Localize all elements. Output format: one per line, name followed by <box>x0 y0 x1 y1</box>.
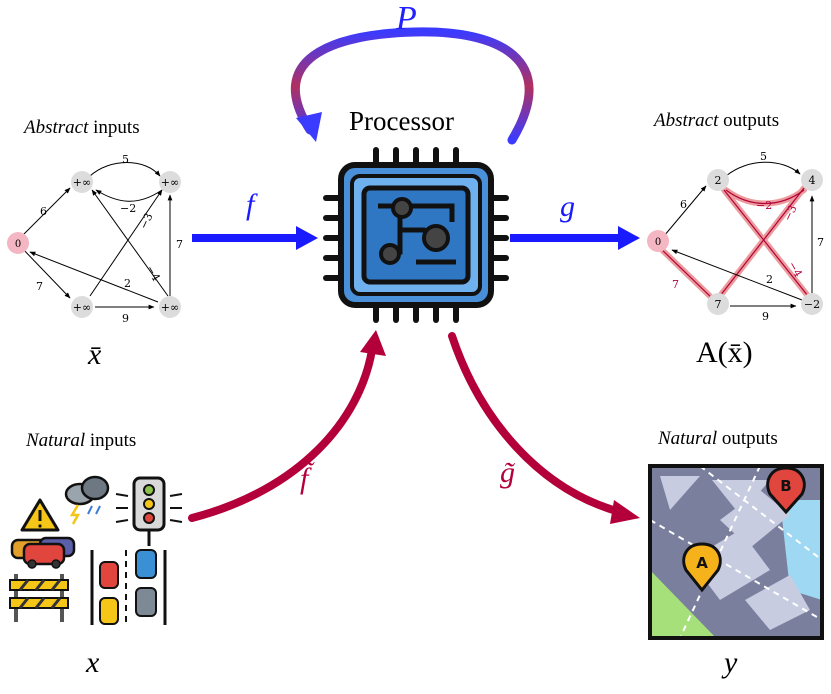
arrow-g-tilde <box>448 332 624 516</box>
abstract-inputs-title-em: Abstract <box>24 117 89 138</box>
abstract-outputs-title-em: Abstract <box>654 110 719 131</box>
storm-cloud-icon <box>64 475 110 525</box>
arrow-f-tilde-label: f̃ <box>300 462 309 495</box>
natural-outputs-title-rest: outputs <box>717 428 778 449</box>
processor-chip-icon <box>323 147 509 323</box>
graph-out-node-label: 2 <box>715 174 722 187</box>
traffic-light-icon <box>115 476 183 546</box>
warning-sign-icon <box>20 498 60 532</box>
graph-out-weight: −2 <box>756 199 772 212</box>
car-icon <box>10 536 76 569</box>
abstract-outputs-title: Abstract outputs <box>654 110 779 132</box>
graph-in-node-br <box>159 296 181 318</box>
natural-inputs-title: Natural inputs <box>26 430 136 452</box>
graph-in-node-bl <box>71 296 93 318</box>
graph-in-weight: −2 <box>120 202 136 215</box>
graph-in-node-label: +∞ <box>73 176 91 189</box>
map-pin-b-icon: B <box>766 466 806 515</box>
abstract-outputs-var: A(x̄) <box>696 336 753 369</box>
graph-in-node-source <box>7 232 29 254</box>
natural-inputs-illustration <box>9 475 183 625</box>
arrow-g-label: g <box>560 190 575 223</box>
processor-title: Processor <box>349 106 454 136</box>
natural-inputs-title-em: Natural <box>26 430 86 451</box>
graph-out-weight: 9 <box>762 310 769 323</box>
arrow-g-tilde-head <box>610 500 640 524</box>
graph-out-weight: 7 <box>672 278 679 291</box>
graph-out-weight: 6 <box>680 198 687 211</box>
map-pin-a-label: A <box>696 554 708 572</box>
map-illustration: B A <box>648 464 824 640</box>
abstract-inputs-title: Abstract inputs <box>24 117 140 139</box>
road-icon <box>90 549 167 625</box>
abstract-outputs-title-rest: outputs <box>718 110 780 131</box>
graph-in-weight: 5 <box>122 153 129 166</box>
graph-in-weight: 7 <box>176 238 183 251</box>
graph-out-node-source <box>647 230 669 252</box>
graph-output: 0 2 4 7 −2 6 7 5 −2 −3 −4 2 9 7 <box>647 150 824 323</box>
natural-outputs-var: y <box>724 646 738 679</box>
arrow-f-tilde-head <box>360 330 386 356</box>
graph-out-weight: −4 <box>785 259 804 280</box>
graph-in-node-tl <box>71 171 93 193</box>
graph-out-node-label: 7 <box>715 298 722 311</box>
graph-in-node-label: +∞ <box>73 301 91 314</box>
graph-in-weight: 6 <box>40 205 47 218</box>
natural-inputs-title-rest: inputs <box>85 430 137 451</box>
processor-loop-label: P <box>396 0 417 37</box>
graph-out-weight: 7 <box>817 236 824 249</box>
graph-in-weight: 7 <box>36 280 43 293</box>
arrow-f-tilde <box>188 346 376 522</box>
graph-out-weight: −3 <box>781 203 800 223</box>
graph-in-node-label: +∞ <box>161 301 179 314</box>
natural-outputs-title: Natural outputs <box>658 428 778 450</box>
graph-out-node-br <box>801 293 823 315</box>
map-pin-b-label: B <box>780 477 791 495</box>
graph-out-node-label: 4 <box>809 174 816 187</box>
graph-in-node-label: 0 <box>15 239 21 250</box>
graph-out-node-label: 0 <box>655 237 661 248</box>
graph-out-node-label: −2 <box>804 298 820 311</box>
road-barrier-icon <box>9 574 69 622</box>
graph-out-weight: 2 <box>766 273 773 286</box>
map-pin-a-icon: A <box>682 542 722 593</box>
processor-loop-arrowhead <box>296 112 322 142</box>
abstract-inputs-title-rest: inputs <box>88 117 140 138</box>
processor-loop-arrow <box>290 27 534 145</box>
arrow-f-head <box>296 226 318 250</box>
natural-inputs-var: x <box>86 646 100 679</box>
natural-outputs-title-em: Natural <box>658 428 718 449</box>
graph-in-weight: 2 <box>124 277 131 290</box>
abstract-inputs-var: x̄ <box>88 338 102 371</box>
graph-in-weight: 9 <box>122 312 129 325</box>
graph-out-weight: 5 <box>760 150 767 163</box>
graph-out-node-tr <box>801 169 823 191</box>
graph-in-node-label: +∞ <box>161 176 179 189</box>
graph-out-node-bl <box>707 293 729 315</box>
graph-in-node-tr <box>159 171 181 193</box>
graph-input: 0 +∞ +∞ +∞ +∞ 6 7 5 −2 −3 −4 2 9 7 <box>7 153 183 325</box>
graph-in-weight: −3 <box>137 211 156 231</box>
graph-out-node-tl <box>707 169 729 191</box>
arrow-f-label: f <box>246 188 255 221</box>
arrow-g-head <box>618 226 640 250</box>
arrow-g-tilde-label: g̃ <box>500 456 515 489</box>
